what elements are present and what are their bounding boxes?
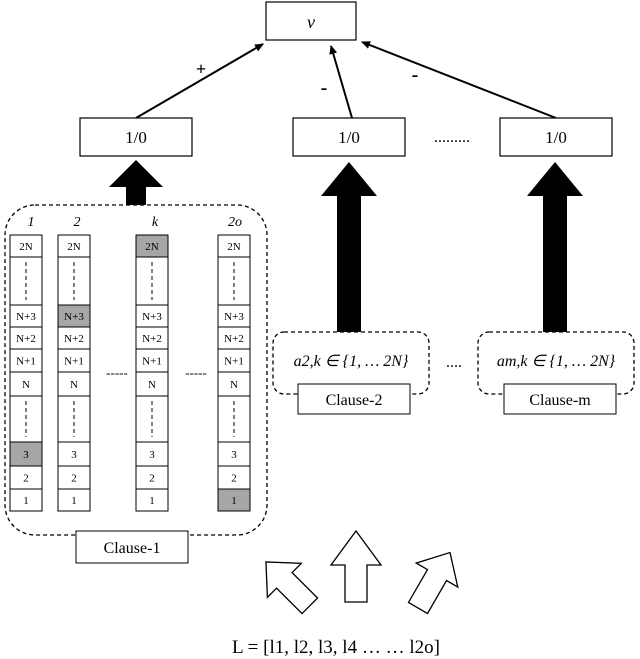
state-cell-label: N — [22, 379, 30, 391]
clausem-output-box: 1/0 — [499, 117, 613, 157]
state-cell-label: N+3 — [224, 311, 244, 323]
sign-minus-clause2: - — [321, 77, 328, 99]
state-cell — [57, 234, 91, 258]
state-cell — [217, 441, 251, 467]
state-cell-label: N+1 — [224, 356, 244, 368]
state-cell-label: 1 — [149, 495, 155, 507]
state-cell-label: 3 — [149, 449, 155, 461]
state-cell-label: 3 — [23, 449, 29, 461]
state-cell — [9, 371, 43, 397]
state-cell-label: 2 — [149, 473, 155, 485]
state-cell-label: N+3 — [64, 311, 84, 323]
clause1-output-value: 1/0 — [125, 128, 147, 147]
state-cell-label: N+2 — [64, 333, 84, 345]
state-cell — [57, 371, 91, 397]
state-cell-label: N+2 — [16, 333, 36, 345]
clausem-label-box: Clause-m — [503, 383, 617, 415]
state-cell-label: 2N — [19, 241, 33, 253]
clause2-block-arrow — [321, 162, 377, 332]
state-cell — [9, 488, 43, 512]
state-cell-label: N+3 — [142, 311, 162, 323]
clause2-formula: a2,k ∈ {1, … 2N} — [294, 353, 409, 370]
clausem-formula: am,k ∈ {1, … 2N} — [497, 353, 616, 370]
state-cell-label: 3 — [71, 449, 77, 461]
clause1-output-box: 1/0 — [79, 117, 193, 157]
state-cell-label: 2N — [145, 241, 159, 253]
state-cell-label: N+1 — [142, 356, 162, 368]
state-cell — [9, 234, 43, 258]
state-cell-label: N+2 — [224, 333, 244, 345]
output-node: v — [265, 1, 357, 41]
state-cell-label: 2N — [227, 241, 241, 253]
clausem-label: Clause-m — [529, 392, 591, 409]
literals-formula: L = [l1, l2, l3, l4 … … l2o] — [232, 637, 440, 658]
column-gap-dashes-right: ----- — [185, 365, 207, 380]
column-header-2: 2 — [74, 215, 81, 230]
state-cell — [135, 234, 169, 258]
sign-minus-clausem: - — [412, 64, 419, 86]
state-cell-label: N — [70, 379, 78, 391]
state-cell — [217, 234, 251, 258]
edge-clausem-to-output — [361, 41, 557, 119]
state-cell — [57, 488, 91, 512]
column-header-k: k — [152, 215, 159, 230]
state-cell-label: 2 — [23, 473, 29, 485]
clause2-output-box: 1/0 — [292, 117, 406, 157]
state-cell-label: N+1 — [16, 356, 36, 368]
column-header-1: 1 — [28, 215, 35, 230]
edge-clause2-to-output — [329, 45, 353, 119]
clause-outputs-ellipsis: ......... — [434, 129, 470, 146]
state-cell-label: 1 — [23, 495, 29, 507]
clause1-label: Clause-1 — [104, 540, 161, 557]
output-node-label: v — [307, 12, 315, 32]
automaton-column-k: 2N N+3N+2N+1N 3 2 1 — [135, 234, 169, 512]
column-header-2o: 2o — [228, 215, 242, 230]
clause-boxes-ellipsis: .... — [446, 354, 462, 371]
state-cell-label: 2 — [71, 473, 77, 485]
automaton-column-1: 2N N+3N+2N+1N 3 2 1 — [9, 234, 43, 512]
state-cell — [135, 488, 169, 512]
clause1-label-box: Clause-1 — [75, 530, 189, 564]
state-cell-label: N+2 — [142, 333, 162, 345]
state-cell-label: N — [230, 379, 238, 391]
state-cell-label: 2N — [67, 241, 81, 253]
input-arrow-right — [407, 551, 459, 615]
clause2-output-value: 1/0 — [338, 128, 360, 147]
clause2-label: Clause-2 — [326, 392, 383, 409]
state-cell-label: N+3 — [16, 311, 36, 323]
state-cell — [9, 441, 43, 467]
state-cell-label: N — [148, 379, 156, 391]
state-cell — [57, 441, 91, 467]
state-cell — [217, 371, 251, 397]
clausem-output-value: 1/0 — [545, 128, 567, 147]
state-cell — [135, 371, 169, 397]
state-cell-label: 3 — [231, 449, 237, 461]
input-arrow-left — [265, 561, 319, 615]
automaton-column-2o: 2N N+3N+2N+1N 3 2 1 — [217, 234, 251, 512]
state-cell — [217, 488, 251, 512]
state-cell-label: 1 — [71, 495, 77, 507]
column-gap-dashes-left: ----- — [106, 365, 128, 380]
sign-plus: + — [196, 59, 206, 79]
automaton-columns: 2NN+3N+2N+1N3212NN+3N+2N+1N3212NN+3N+2N+… — [9, 234, 251, 512]
clause2-label-box: Clause-2 — [297, 383, 411, 415]
state-cell-label: N+1 — [64, 356, 84, 368]
state-cell — [135, 441, 169, 467]
clausem-block-arrow — [527, 162, 583, 332]
clause1-block-arrow — [109, 160, 163, 205]
state-cell-label: 2 — [231, 473, 237, 485]
automaton-column-2: 2N N+3N+2N+1N 3 2 1 — [57, 234, 91, 512]
state-cell-label: 1 — [231, 495, 237, 507]
edge-clause1-to-output — [135, 43, 264, 119]
input-arrow-middle — [329, 529, 383, 603]
